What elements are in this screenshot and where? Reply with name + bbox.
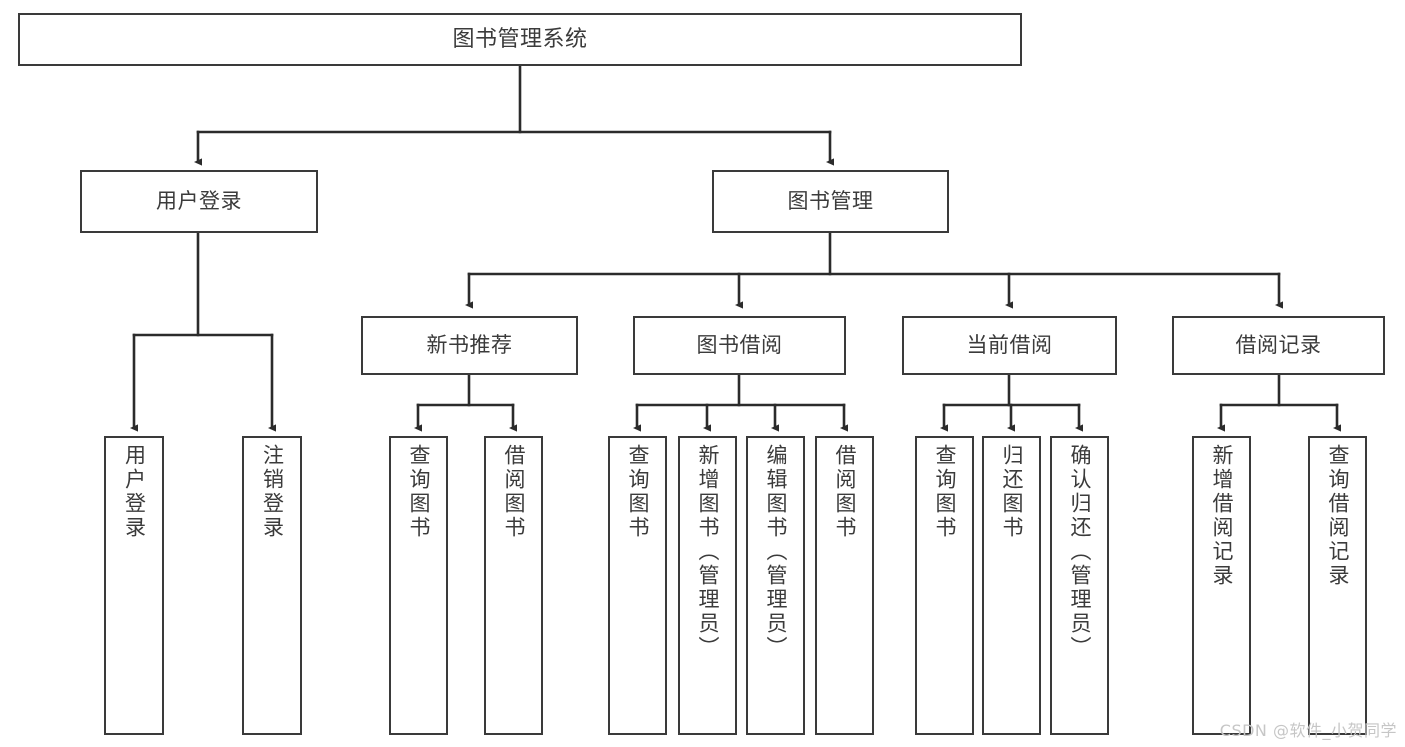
node-label: 查询图书 (626, 444, 650, 540)
node-current-borrow[interactable]: 当前借阅 (902, 316, 1117, 375)
node-label: 借阅记录 (1235, 333, 1322, 358)
node-label: 图书管理系统 (452, 26, 588, 52)
node-leaf-logout[interactable]: 注销登录 (242, 436, 302, 735)
node-label: 新增借阅记录 (1210, 444, 1234, 588)
node-user-login[interactable]: 用户登录 (80, 170, 318, 233)
node-label: 用户登录 (122, 444, 147, 540)
node-leaf-borrow-books[interactable]: 借阅图书 (815, 436, 874, 735)
node-label: 查询图书 (407, 444, 431, 540)
node-label: 新书推荐 (426, 333, 513, 358)
node-leaf-edit-book-admin[interactable]: 编辑图书（管理员） (746, 436, 805, 735)
node-book-borrow[interactable]: 图书借阅 (633, 316, 846, 375)
node-label: 图书借阅 (696, 333, 783, 358)
watermark-text: CSDN @软件_小贺同学 (1219, 721, 1397, 740)
node-label: 查询借阅记录 (1326, 444, 1350, 588)
node-leaf-add-borrow-record[interactable]: 新增借阅记录 (1192, 436, 1251, 735)
node-leaf-query-borrow-record[interactable]: 查询借阅记录 (1308, 436, 1367, 735)
node-label: 图书管理 (787, 189, 874, 214)
node-leaf-query-books-recommend[interactable]: 查询图书 (389, 436, 448, 735)
node-book-management[interactable]: 图书管理 (712, 170, 949, 233)
node-label: 借阅图书 (833, 444, 857, 540)
node-label: 当前借阅 (966, 333, 1053, 358)
node-leaf-borrow-books-recommend[interactable]: 借阅图书 (484, 436, 543, 735)
node-root-library-system[interactable]: 图书管理系统 (18, 13, 1022, 66)
node-leaf-query-books-borrow[interactable]: 查询图书 (608, 436, 667, 735)
node-leaf-add-book-admin[interactable]: 新增图书（管理员） (678, 436, 737, 735)
node-label: 归还图书 (1000, 444, 1024, 540)
node-label: 编辑图书（管理员） (764, 444, 788, 660)
node-label: 新增图书（管理员） (696, 444, 720, 660)
node-label: 确认归还（管理员） (1068, 444, 1092, 660)
node-label: 用户登录 (156, 189, 242, 214)
node-leaf-user-login[interactable]: 用户登录 (104, 436, 164, 735)
node-leaf-return-books[interactable]: 归还图书 (982, 436, 1041, 735)
node-new-book-recommend[interactable]: 新书推荐 (361, 316, 578, 375)
node-label: 注销登录 (260, 444, 285, 540)
node-label: 查询图书 (933, 444, 957, 540)
node-leaf-confirm-return-admin[interactable]: 确认归还（管理员） (1050, 436, 1109, 735)
node-borrow-record[interactable]: 借阅记录 (1172, 316, 1385, 375)
node-leaf-query-books-current[interactable]: 查询图书 (915, 436, 974, 735)
node-label: 借阅图书 (502, 444, 526, 540)
